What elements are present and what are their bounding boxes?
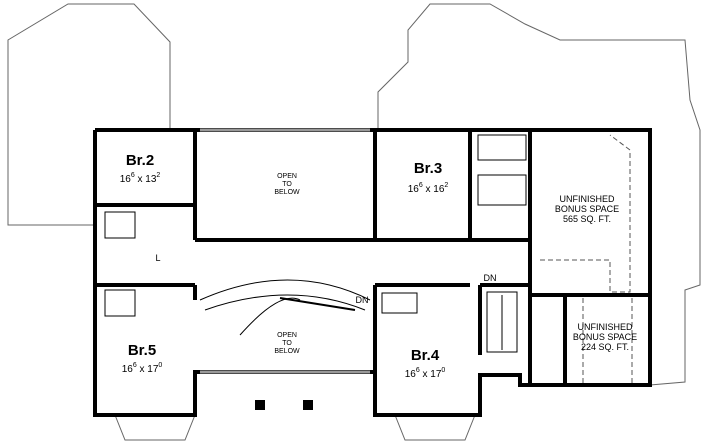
open-to-below-lower: OPEN TO BELOW [274, 332, 300, 355]
room-name-br5: Br.5 [128, 342, 156, 359]
room-dims-br2: 166 x 132 [120, 172, 161, 185]
svg-text:565 SQ. FT.: 565 SQ. FT. [563, 214, 611, 224]
rear-stair [486, 291, 518, 353]
svg-text:BONUS SPACE: BONUS SPACE [573, 332, 637, 342]
bay-right [394, 414, 476, 441]
bay-left [114, 414, 196, 441]
room-name-br3: Br.3 [414, 160, 442, 177]
linen-label: L [155, 253, 160, 263]
svg-text:TO: TO [282, 340, 292, 347]
svg-text:UNFINISHED: UNFINISHED [559, 194, 615, 204]
bonus-space-224: UNFINISHED BONUS SPACE 224 SQ. FT. [573, 322, 637, 352]
roof-outline-left [7, 3, 171, 226]
svg-text:BELOW: BELOW [274, 189, 300, 196]
bonus-space-565: UNFINISHED BONUS SPACE 565 SQ. FT. [555, 194, 619, 224]
svg-text:OPEN: OPEN [277, 332, 297, 339]
roof-outline-right [377, 3, 701, 386]
room-dims-br4: 166 x 170 [405, 367, 446, 380]
room-name-br4: Br.4 [411, 347, 440, 364]
stair-dn-main: DN [356, 295, 369, 305]
room-dims-br5: 166 x 170 [122, 362, 163, 375]
svg-text:BONUS SPACE: BONUS SPACE [555, 204, 619, 214]
svg-text:TO: TO [282, 181, 292, 188]
open-to-below-upper: OPEN TO BELOW [274, 173, 300, 196]
room-name-br2: Br.2 [126, 152, 154, 169]
stair-dn-rear: DN [484, 273, 497, 283]
svg-text:BELOW: BELOW [274, 348, 300, 355]
main-stair [199, 279, 371, 336]
exterior-wall [93, 128, 652, 417]
room-dims-br3: 166 x 162 [408, 182, 449, 195]
svg-text:OPEN: OPEN [277, 173, 297, 180]
svg-text:UNFINISHED: UNFINISHED [577, 322, 633, 332]
svg-text:224 SQ. FT.: 224 SQ. FT. [581, 342, 629, 352]
